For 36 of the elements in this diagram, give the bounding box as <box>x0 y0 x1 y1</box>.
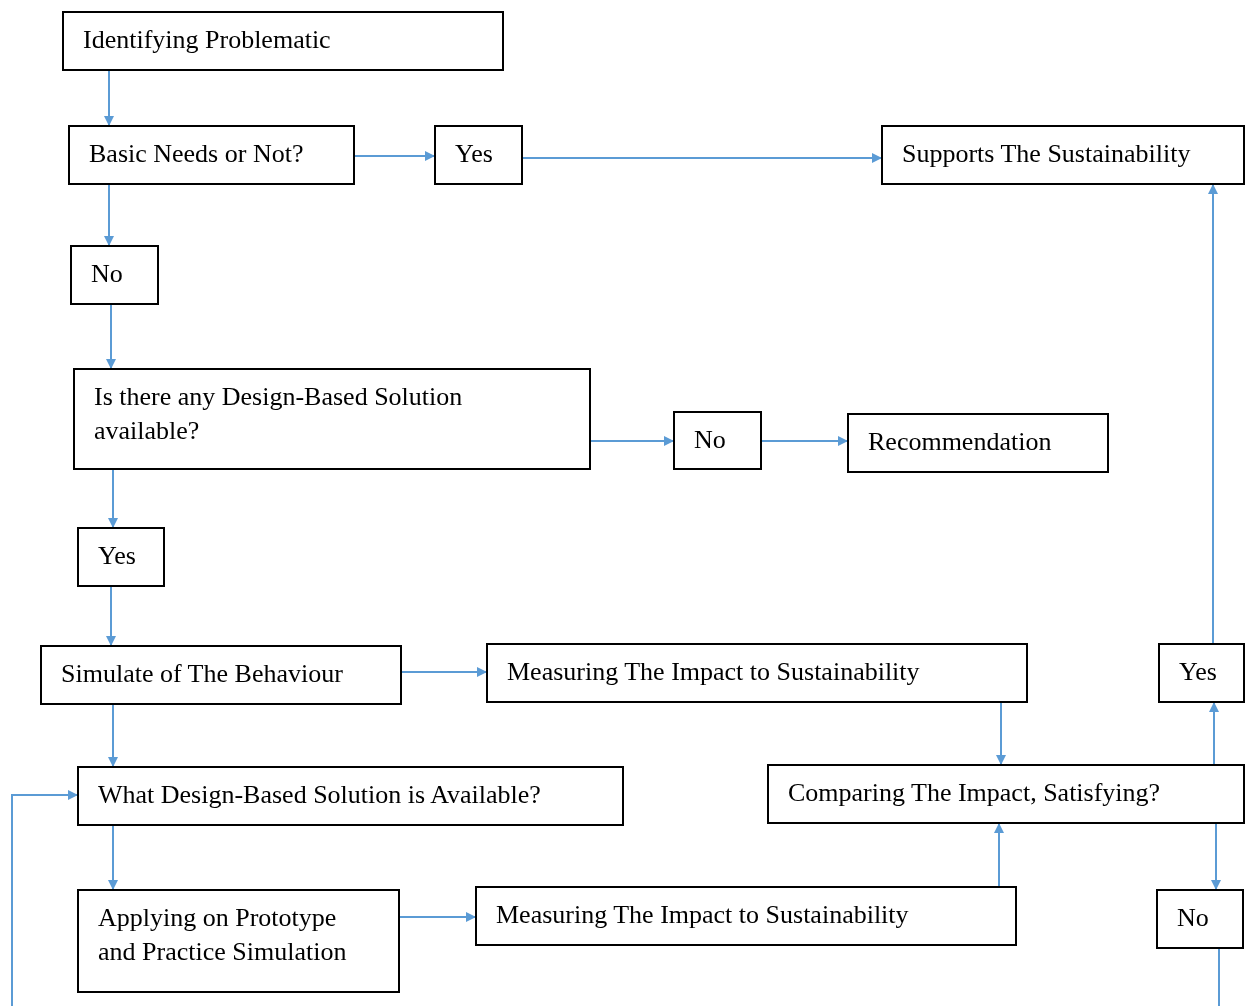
arrow <box>401 667 487 677</box>
process-box: Measuring The Impact to Sustainability <box>486 643 1028 703</box>
process-box: Yes <box>1158 643 1245 703</box>
arrow <box>104 184 114 246</box>
process-box: Basic Needs or Not? <box>68 125 355 185</box>
process-box: No <box>673 411 762 470</box>
process-box: No <box>1156 889 1244 949</box>
arrow <box>522 153 882 163</box>
arrow <box>1211 823 1221 890</box>
arrow <box>108 469 118 528</box>
arrow <box>354 151 435 161</box>
process-box: Identifying Problematic <box>62 11 504 71</box>
process-box: Measuring The Impact to Sustainability <box>475 886 1017 946</box>
process-box: No <box>70 245 159 305</box>
arrow <box>108 825 118 890</box>
arrow <box>996 702 1006 765</box>
process-box: Yes <box>434 125 523 185</box>
arrow <box>590 436 674 446</box>
process-box: Simulate of The Behaviour <box>40 645 402 705</box>
arrow <box>106 304 116 369</box>
process-box: Comparing The Impact, Satisfying? <box>767 764 1245 824</box>
arrow <box>108 704 118 767</box>
process-box: Recommendation <box>847 413 1109 473</box>
arrow <box>1209 702 1219 765</box>
arrow <box>761 436 848 446</box>
arrow <box>11 790 78 1006</box>
arrow <box>1208 184 1218 644</box>
process-box: Supports The Sustainability <box>881 125 1245 185</box>
arrow <box>399 912 476 922</box>
process-box: Is there any Design-Based Solution available? <box>73 368 591 470</box>
process-box: What Design-Based Solution is Available? <box>77 766 624 826</box>
arrow <box>994 823 1004 887</box>
arrow <box>106 586 116 646</box>
process-box: Applying on Prototype and Practice Simulation <box>77 889 400 993</box>
arrow <box>104 70 114 126</box>
process-box: Yes <box>77 527 165 587</box>
